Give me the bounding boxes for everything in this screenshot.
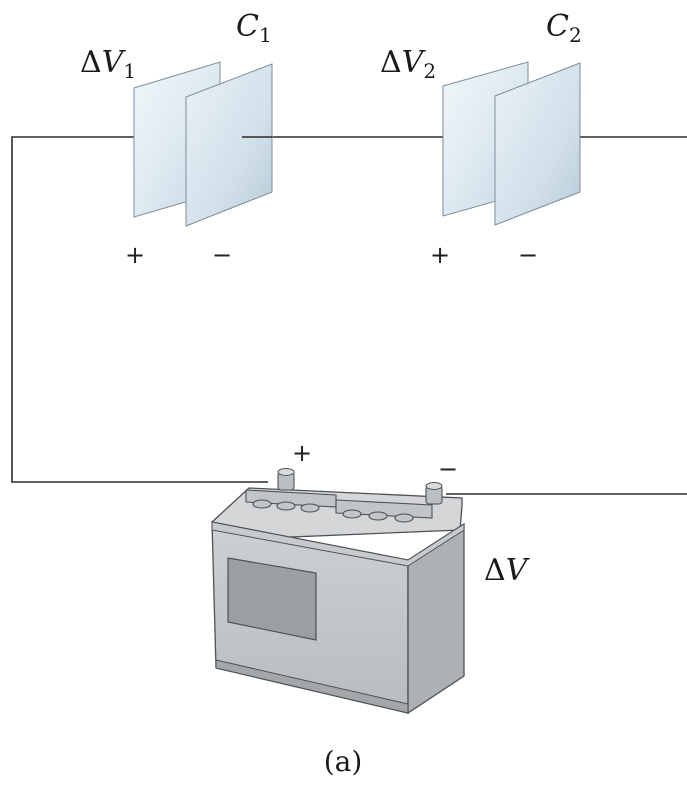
label-battery-delta-v: ΔV — [484, 553, 531, 588]
capacitor-c2 — [442, 61, 581, 226]
labels: ΔV1 C1 ΔV2 C2 + − + − + − ΔV (a) — [80, 9, 582, 778]
battery-cell-caps-right — [335, 499, 433, 523]
battery-rim — [211, 521, 465, 567]
c1-plate-negative — [185, 63, 273, 227]
c1-plus-sign: + — [125, 241, 145, 269]
c2-plus-sign: + — [430, 241, 450, 269]
battery-terminal-positive — [277, 468, 295, 491]
battery — [211, 468, 465, 715]
battery-plus-sign: + — [292, 439, 312, 467]
c2-minus-sign: − — [518, 241, 538, 269]
c2-plate-negative — [494, 62, 581, 226]
figure-caption: (a) — [324, 745, 363, 778]
battery-label-panel — [227, 557, 317, 641]
label-delta-v1: ΔV1 — [80, 45, 136, 83]
battery-minus-sign: − — [438, 455, 458, 483]
label-delta-v2: ΔV2 — [380, 45, 436, 83]
battery-base — [215, 659, 409, 714]
label-c2: C2 — [546, 9, 582, 47]
c1-minus-sign: − — [212, 241, 232, 269]
wire-left-loop — [11, 136, 268, 483]
wires — [11, 136, 687, 495]
battery-terminal-negative — [425, 482, 443, 505]
capacitor-c1 — [133, 61, 273, 227]
label-c1: C1 — [236, 9, 272, 47]
battery-side — [407, 522, 465, 715]
